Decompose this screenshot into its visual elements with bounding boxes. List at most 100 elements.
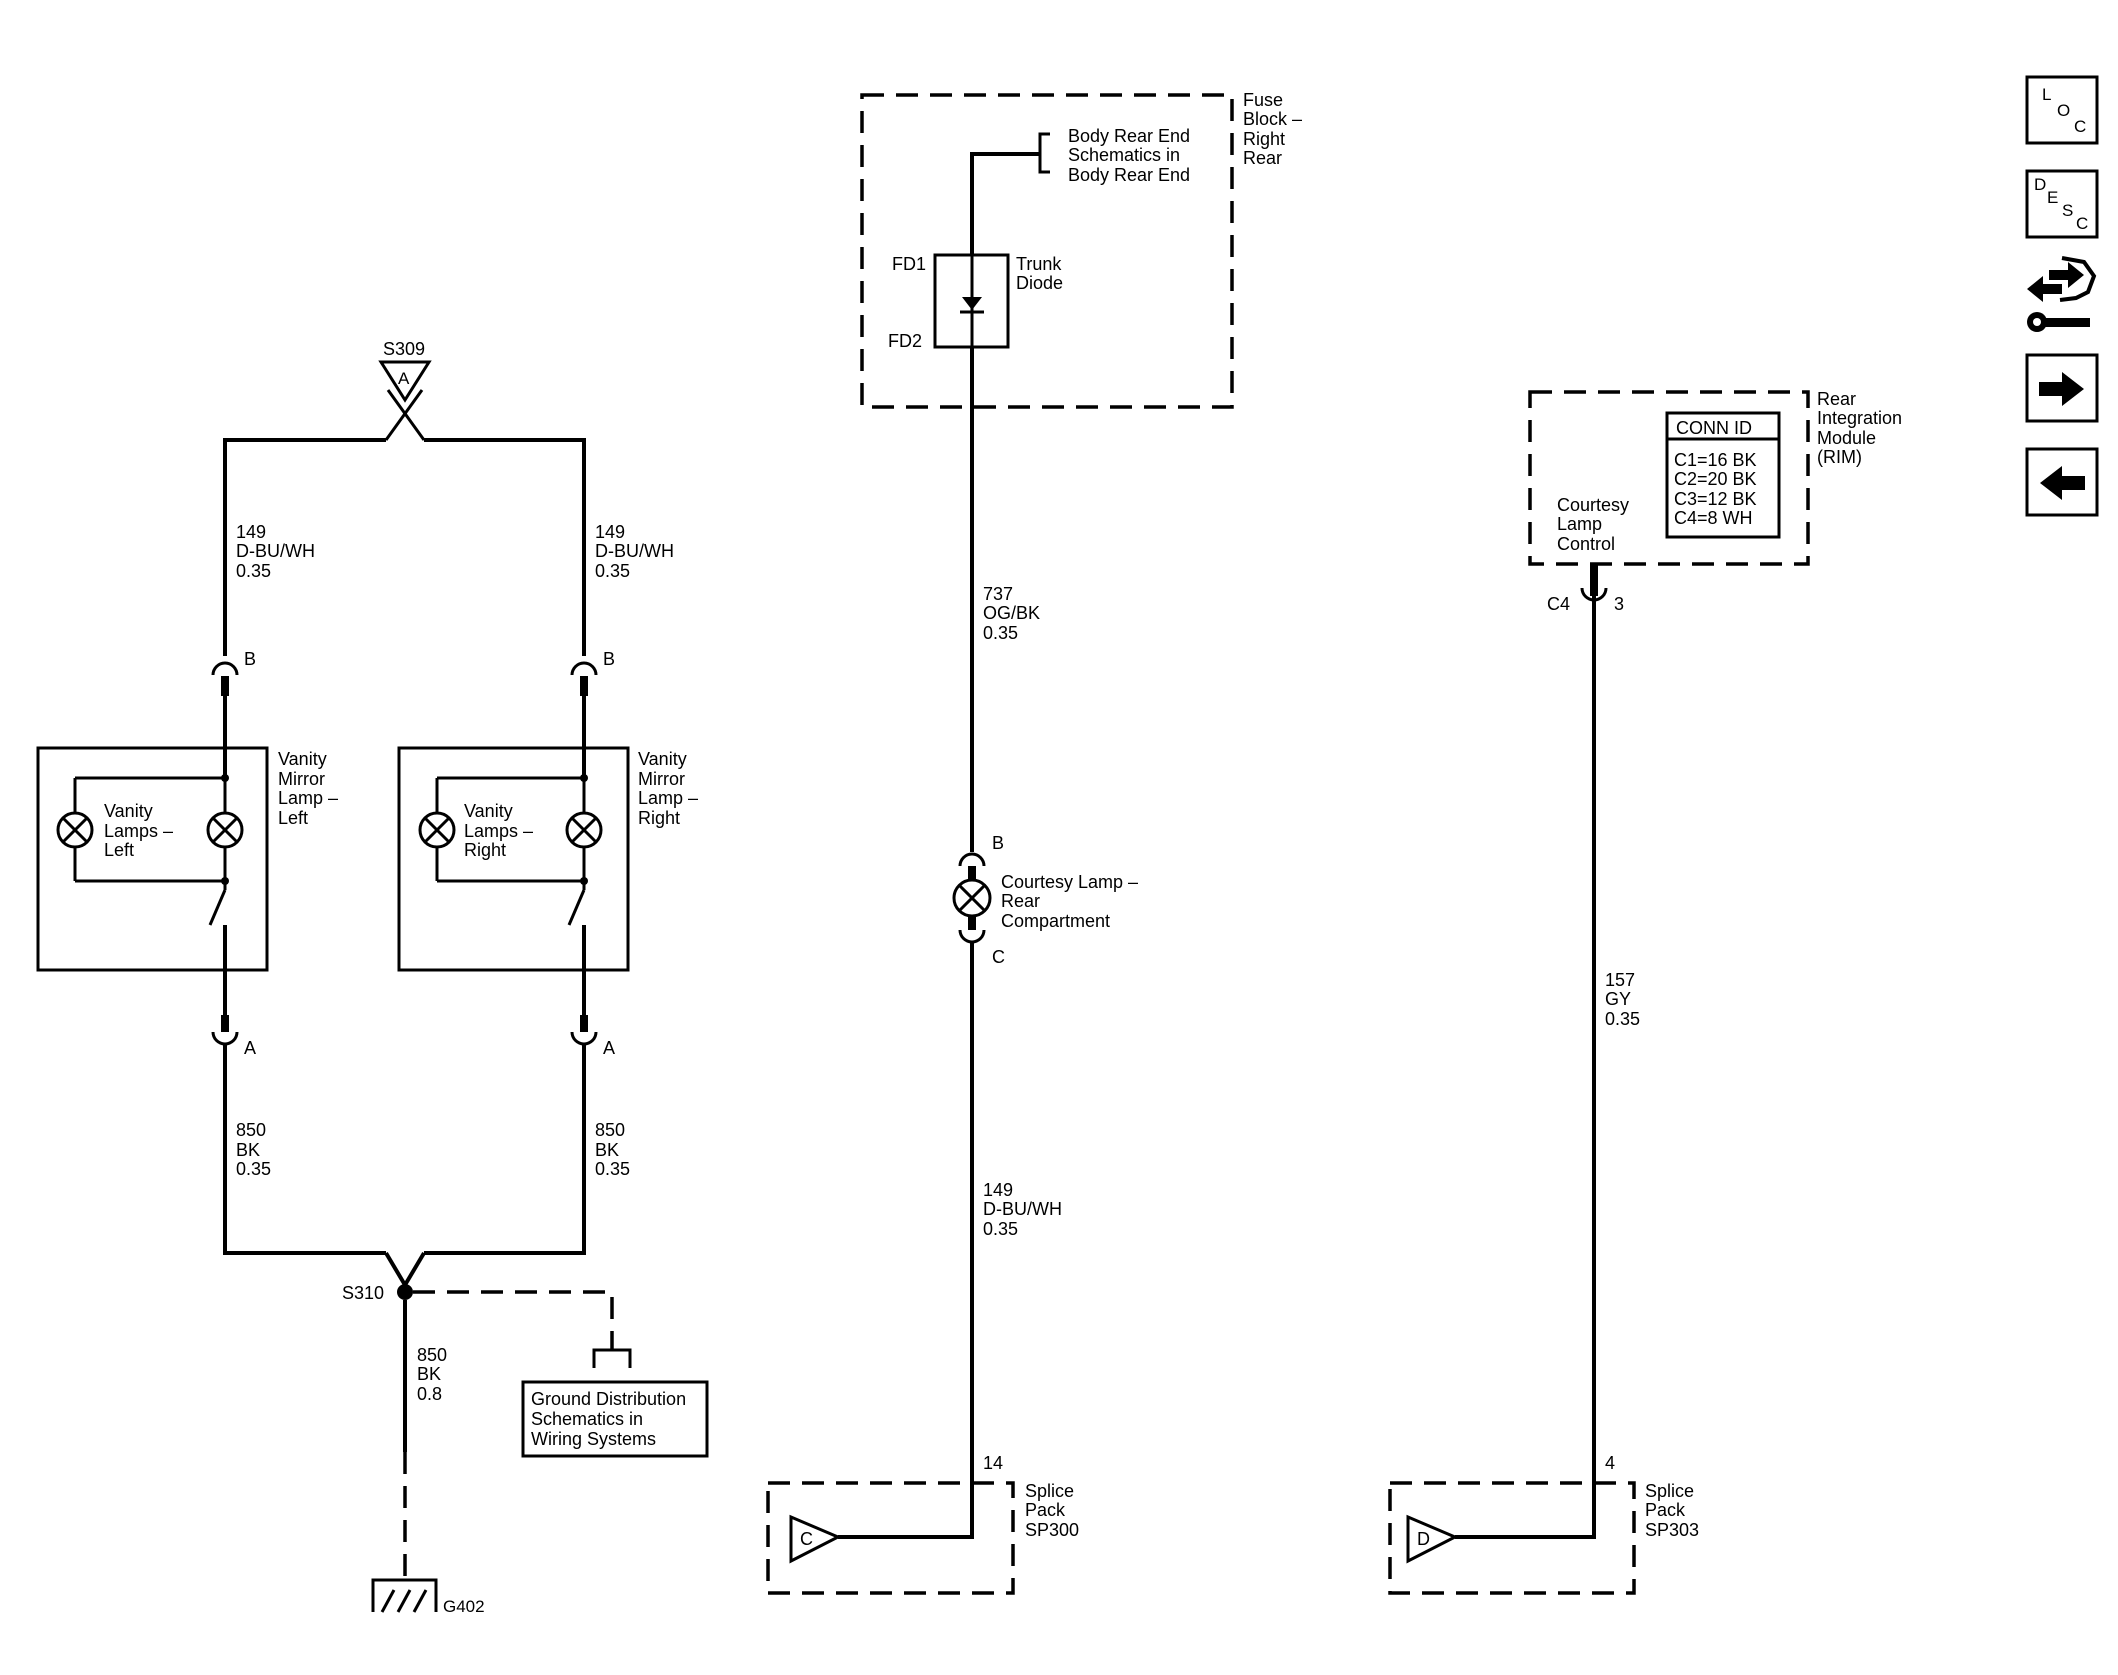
wire-label-line: 0.35 [595, 561, 630, 581]
arrow-left-icon [2040, 466, 2085, 500]
courtesy-lamp-label: Courtesy Lamp – [1001, 872, 1138, 892]
lamp-bulb-icon [56, 811, 94, 849]
rim-label: (RIM) [1817, 447, 1862, 467]
wire-label-157: 157 GY 0.35 [1605, 970, 1640, 1029]
lamp-label: Left [104, 840, 134, 860]
component-label: Lamp – [638, 788, 698, 808]
arrow-right-icon [2039, 372, 2084, 406]
wire-149-sp300 [838, 942, 974, 1539]
wire-label-line: BK [595, 1140, 619, 1160]
loc-letter: L [2042, 85, 2051, 104]
wire-label-line: D-BU/WH [236, 541, 315, 561]
splice-pack-label: SP300 [1025, 1520, 1079, 1540]
splice-s309-letter: A [398, 369, 410, 388]
ground-distribution-reference[interactable]: Ground Distribution Schematics in Wiring… [521, 1380, 709, 1458]
wire-157 [1455, 596, 1596, 1539]
conn-id-row: C2=20 BK [1674, 469, 1757, 489]
lamp-bulb-icon [565, 811, 603, 849]
wire-850-right [424, 1045, 586, 1255]
splice-s310: S310 [342, 1283, 413, 1303]
desc-letter: D [2034, 175, 2046, 194]
pin-label-c-courtesy: C [992, 947, 1005, 967]
lamp-label: Lamps – [464, 821, 533, 841]
component-label: Right [638, 808, 680, 828]
connector-c-courtesy [958, 929, 986, 944]
vanity-mirror-lamp-left: Vanity Lamps – Left [36, 696, 269, 1015]
splice-pack-sp300: C 14 Splice Pack SP300 [766, 1453, 1079, 1595]
courtesy-lamp-label: Rear [1001, 891, 1040, 911]
wire-label-line: 850 [417, 1345, 447, 1365]
rim-control-label: Control [1557, 534, 1615, 554]
conn-id-title: CONN ID [1676, 418, 1752, 438]
ground-ref-link [413, 1290, 614, 1350]
splice-pack-label: Splice [1025, 1481, 1074, 1501]
wire-label-line: D-BU/WH [595, 541, 674, 561]
desc-button[interactable]: D E S C [2025, 169, 2099, 239]
lamp-bulb-icon [418, 811, 456, 849]
splice-s310-id: S310 [342, 1283, 384, 1303]
wire-label-line: 0.35 [236, 1159, 271, 1179]
wire-label-line: D-BU/WH [983, 1199, 1062, 1219]
ref-line: Ground Distribution [531, 1389, 686, 1409]
lamp-label: Right [464, 840, 506, 860]
rim-connector-label: C4 [1547, 594, 1570, 614]
component-label: Mirror [638, 769, 685, 789]
splice-s309-id: S309 [383, 339, 425, 359]
connector-tool-icon[interactable] [2027, 256, 2097, 332]
switch-icon [567, 889, 586, 926]
ref-line: Wiring Systems [531, 1429, 656, 1449]
wire-850-left [223, 1045, 386, 1255]
next-page-button[interactable] [2025, 353, 2099, 423]
diode-pin-top: FD1 [892, 254, 926, 274]
component-label: Vanity [638, 749, 687, 769]
wire-label-line: 850 [236, 1120, 266, 1140]
connector-a-right [570, 1031, 598, 1046]
rim-control-label: Courtesy [1557, 495, 1629, 515]
splice-pack-pin: 14 [983, 1453, 1003, 1473]
loc-button[interactable]: L O C [2025, 75, 2099, 145]
lamp-label: Lamps – [104, 821, 173, 841]
wire-label-line: 0.35 [236, 561, 271, 581]
splice-pack-sp303: D 4 Splice Pack SP303 [1388, 1453, 1699, 1595]
diode-label: Trunk [1016, 254, 1062, 274]
courtesy-lamp-rear-compartment: B C Courtesy Lamp – Rear Compartment [952, 833, 1138, 967]
wire-label-line: 149 [236, 522, 266, 542]
wire-label-vl-top: 149 D-BU/WH 0.35 [236, 522, 315, 581]
wire-149-left [223, 438, 386, 656]
rim-label: Rear [1817, 389, 1856, 409]
wire-label-ground: 850 BK 0.8 [417, 1345, 447, 1404]
fuse-block-label: Rear [1243, 148, 1282, 168]
body-rear-end-reference[interactable]: Body Rear End Schematics in Body Rear En… [1038, 126, 1190, 185]
prev-page-button[interactable] [2025, 447, 2099, 517]
splice-s309: S309 A [378, 339, 432, 441]
conn-id-row: C4=8 WH [1674, 508, 1753, 528]
diode-pin-bottom: FD2 [888, 331, 922, 351]
splice-pack-pin: 4 [1605, 1453, 1615, 1473]
switch-icon [208, 889, 227, 926]
pin-label-b-courtesy: B [992, 833, 1004, 853]
pin-label-a-left: A [244, 1038, 256, 1058]
splice-pack-label: SP303 [1645, 1520, 1699, 1540]
component-label: Mirror [278, 769, 325, 789]
wire-label-line: 149 [595, 522, 625, 542]
splice-pack-label: Pack [1645, 1500, 1686, 1520]
wire-label-line: 0.35 [1605, 1009, 1640, 1029]
vanity-left-component-label: Vanity Mirror Lamp – Left [278, 749, 338, 828]
component-label: Vanity [278, 749, 327, 769]
wire-label-line: 0.35 [595, 1159, 630, 1179]
ref-line: Schematics in [531, 1409, 643, 1429]
conn-id-row: C1=16 BK [1674, 450, 1757, 470]
diode-label: Diode [1016, 273, 1063, 293]
connector-b-right [570, 661, 598, 676]
conn-id-row: C3=12 BK [1674, 489, 1757, 509]
vanity-mirror-lamp-right: Vanity Lamps – Right [397, 696, 630, 1015]
fuse-block-label: Fuse [1243, 90, 1283, 110]
rear-integration-module: Rear Integration Module (RIM) CONN ID C1… [1528, 389, 1902, 566]
ref-line: Body Rear End [1068, 165, 1190, 185]
rim-label: Module [1817, 428, 1876, 448]
wire-label-line: 0.35 [983, 1219, 1018, 1239]
wire-label-line: 149 [983, 1180, 1013, 1200]
connector-b-courtesy [958, 852, 986, 867]
ref-line: Schematics in [1068, 145, 1180, 165]
